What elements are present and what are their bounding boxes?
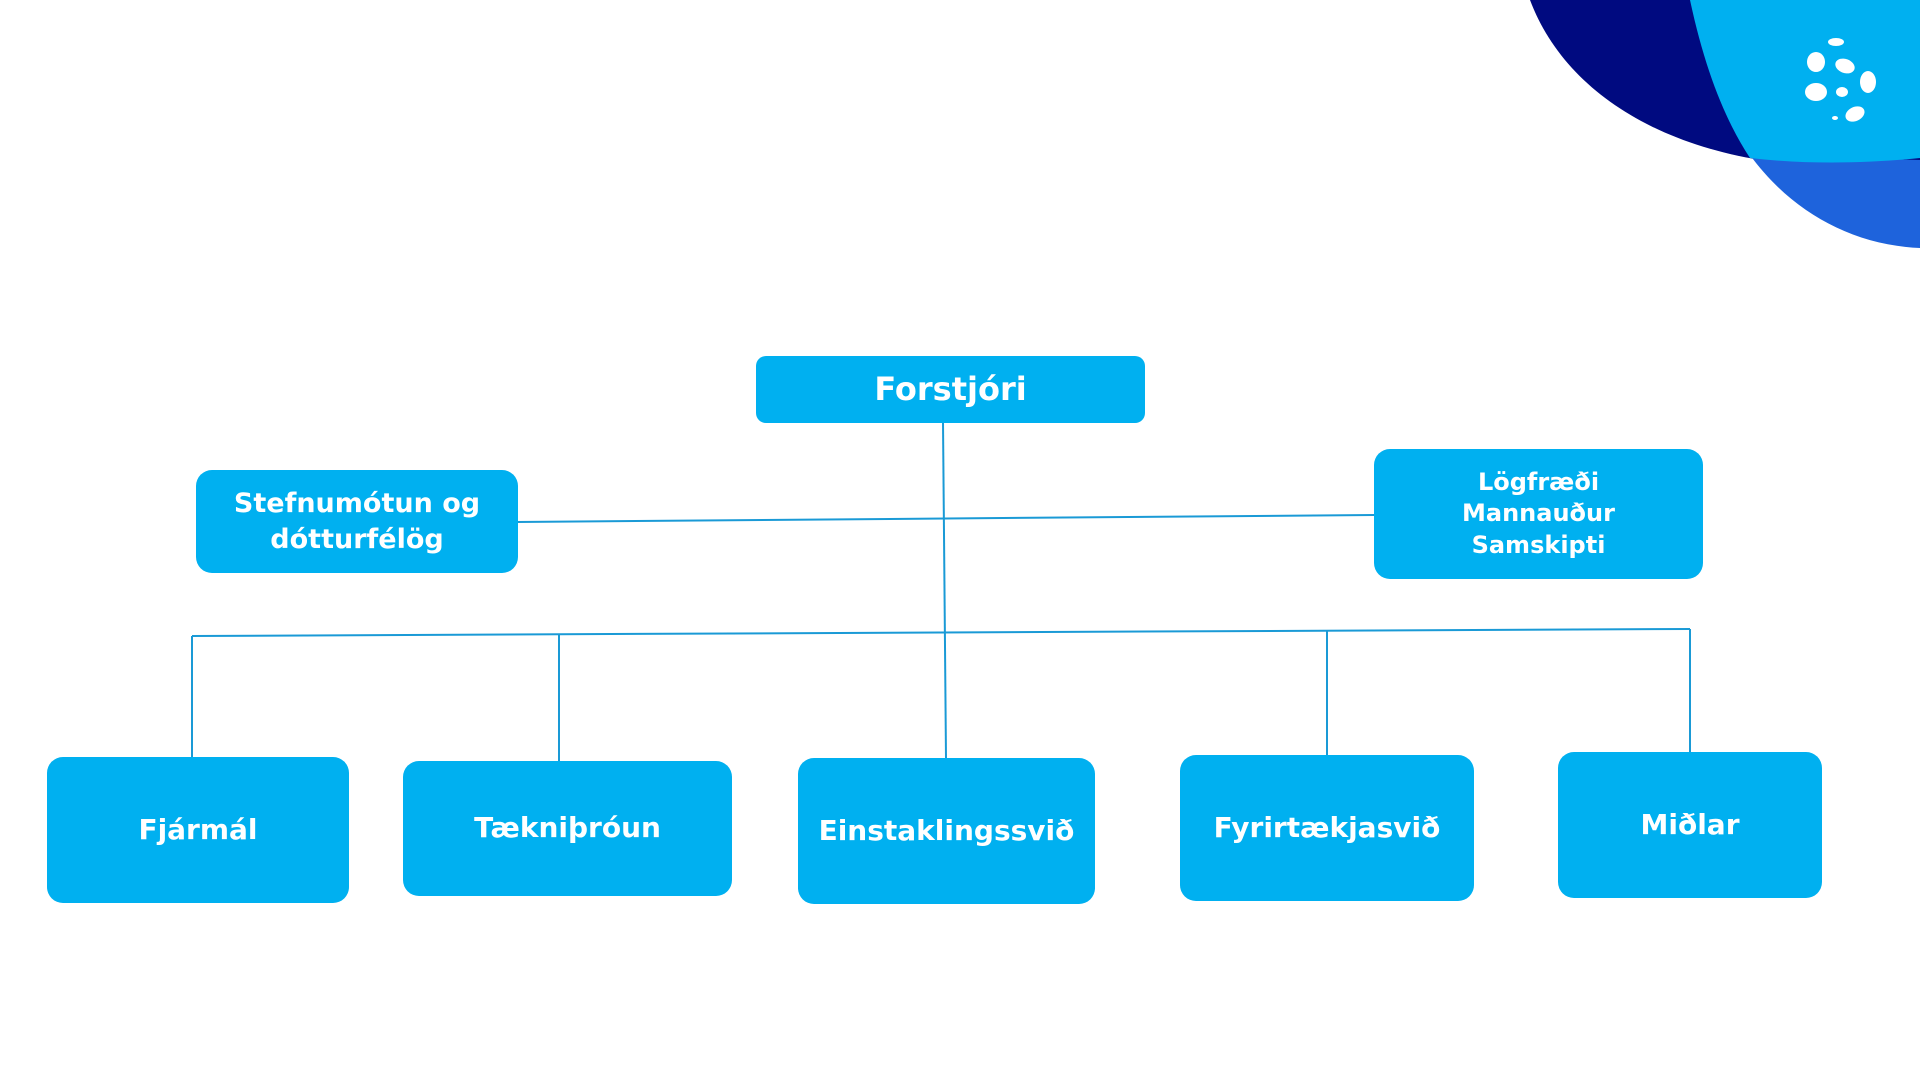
connector-divisions-bus xyxy=(191,628,1691,637)
division-label: Fjármál xyxy=(138,812,258,846)
staff-right-box: Lögfræði Mannauður Samskipti xyxy=(1374,449,1703,579)
staff-left-line-2: dótturfélög xyxy=(270,523,444,555)
staff-right-line-3: Samskipti xyxy=(1471,530,1606,559)
staff-right-line-2: Mannauður xyxy=(1462,499,1615,528)
division-box-fjarmal: Fjármál xyxy=(47,757,349,903)
connector-ceo-trunk xyxy=(942,421,947,759)
staff-left-box: Stefnumótun og dótturfélög xyxy=(196,470,518,573)
division-box-fyrirtaekjasvid: Fyrirtækjasvið xyxy=(1180,755,1474,901)
circle-of-dots-logo-icon xyxy=(1805,38,1876,122)
division-label: Einstaklingssvið xyxy=(818,813,1075,847)
division-label: Miðlar xyxy=(1640,807,1740,841)
deco-blue-shape xyxy=(1750,155,1920,248)
connector-lines xyxy=(191,421,1691,761)
connector-staff xyxy=(516,514,1375,523)
division-box-einstaklingssvid: Einstaklingssvið xyxy=(798,758,1095,904)
ceo-label: Forstjóri xyxy=(874,369,1027,408)
ceo-box: Forstjóri xyxy=(756,356,1145,423)
division-label: Tækniþróun xyxy=(474,811,661,845)
division-label: Fyrirtækjasvið xyxy=(1213,810,1441,844)
deco-cyan-shape xyxy=(1690,0,1920,163)
division-box-taekniþroun: Tækniþróun xyxy=(403,761,732,896)
staff-right-line-1: Lögfræði xyxy=(1477,468,1600,497)
staff-left-line-1: Stefnumótun og xyxy=(233,488,481,520)
division-box-midlar: Miðlar xyxy=(1558,752,1822,898)
